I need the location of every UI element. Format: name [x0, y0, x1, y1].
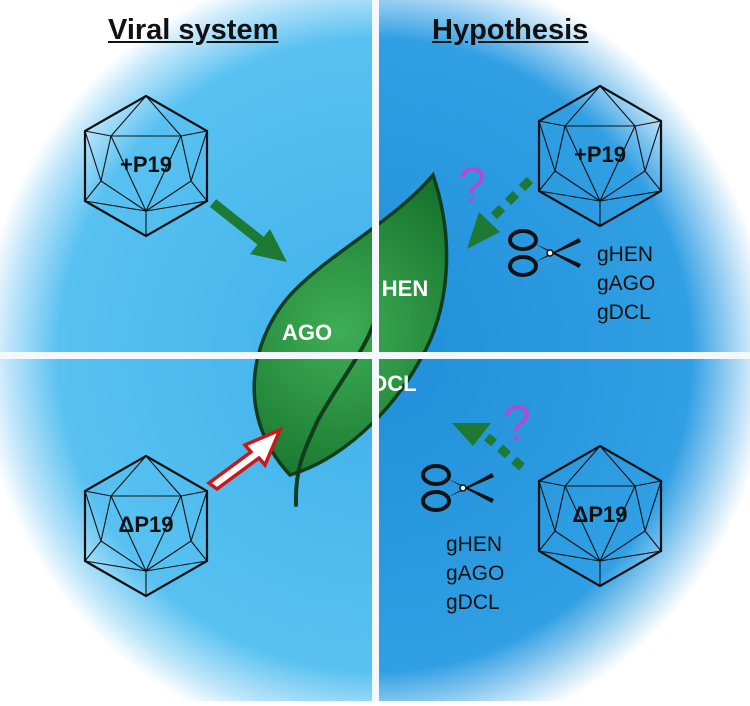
- arrow-green-dashed-top: [467, 176, 534, 249]
- quadrant-bottom-right: [379, 359, 750, 701]
- virus-label-top-right: +P19: [574, 142, 626, 167]
- divider-vertical: [372, 0, 379, 701]
- virus-label-bottom-left: ΔP19: [119, 512, 174, 537]
- divider-horizontal: [0, 352, 750, 359]
- leaf-label-ago: AGO: [282, 320, 332, 345]
- guide-list-bottom: gHEN gAGO gDCL: [446, 530, 504, 617]
- heading-viral-system: Viral system: [108, 14, 279, 46]
- guide-dcl: gDCL: [597, 301, 651, 324]
- guide-hen: gHEN: [446, 533, 503, 556]
- leaf-label-hen: HEN: [382, 276, 428, 301]
- leaf: [252, 171, 449, 477]
- arrow-red-outline: [206, 426, 284, 492]
- arrow-green-top-left: [209, 199, 287, 262]
- virus-label-top-left: +P19: [120, 152, 172, 177]
- question-mark-bottom: ?: [503, 395, 531, 451]
- leaf-midrib: [293, 310, 379, 507]
- heading-hypothesis: Hypothesis: [432, 14, 589, 46]
- virus-label-bottom-right: ΔP19: [573, 502, 628, 527]
- question-mark-top: ?: [458, 157, 486, 213]
- arrow-green-dashed-bottom: [452, 423, 525, 471]
- guide-hen: gHEN: [597, 243, 654, 266]
- guide-dcl: gDCL: [446, 591, 500, 614]
- guide-ago: gAGO: [446, 562, 505, 585]
- guide-ago: gAGO: [597, 272, 656, 295]
- guide-list-top: gHEN gAGO gDCL: [597, 240, 655, 327]
